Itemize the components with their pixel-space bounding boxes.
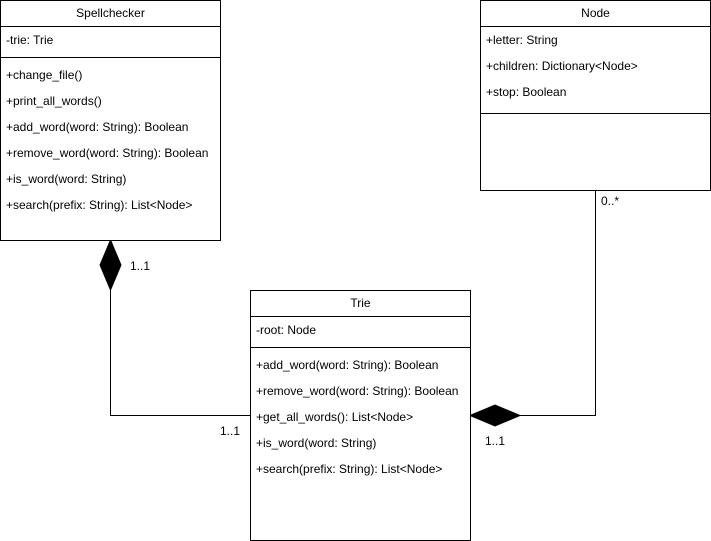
trie-attribute: -root: Node xyxy=(256,323,317,337)
trie-node-link xyxy=(520,190,596,416)
spellchecker-attribute: -trie: Trie xyxy=(6,33,54,47)
spellchecker-multiplicity-label: 1..1 xyxy=(130,259,151,273)
trie-method: +add_word(word: String): Boolean xyxy=(256,358,439,372)
spellchecker-trie-link xyxy=(110,290,250,416)
spellchecker-attributes: -trie: Trie xyxy=(1,27,220,58)
trie-class-name: Trie xyxy=(251,291,470,317)
trie-method: +search(prefix: String): List<Node> xyxy=(256,462,443,476)
trie-class[interactable]: Trie -root: Node +add_word(word: String)… xyxy=(250,290,471,541)
spellchecker-method: +search(prefix: String): List<Node> xyxy=(6,198,193,212)
spellchecker-class[interactable]: Spellchecker -trie: Trie +change_file() … xyxy=(0,0,221,241)
node-attributes: +letter: String +children: Dictionary<No… xyxy=(481,27,710,114)
spellchecker-composition-diamond xyxy=(99,238,122,292)
node-attribute: +letter: String xyxy=(486,33,558,47)
spellchecker-method: +change_file() xyxy=(6,68,83,82)
trie-owner-multiplicity-label: 1..1 xyxy=(485,434,506,448)
trie-method: +remove_word(word: String): Boolean xyxy=(256,384,459,398)
node-attribute: +stop: Boolean xyxy=(486,85,567,99)
trie-attributes: -root: Node xyxy=(251,317,470,348)
node-end-multiplicity-label: 0..* xyxy=(601,194,620,208)
trie-composition-diamond xyxy=(468,404,522,427)
trie-method: +is_word(word: String) xyxy=(256,436,377,450)
spellchecker-method: +print_all_words() xyxy=(6,94,102,108)
spellchecker-class-name: Spellchecker xyxy=(1,1,220,27)
spellchecker-method: +add_word(word: String): Boolean xyxy=(6,120,189,134)
trie-end-multiplicity-label: 1..1 xyxy=(220,424,241,438)
spellchecker-method: +remove_word(word: String): Boolean xyxy=(6,146,209,160)
trie-method: +get_all_words(): List<Node> xyxy=(256,410,414,424)
node-class[interactable]: Node +letter: String +children: Dictiona… xyxy=(480,0,711,191)
spellchecker-methods: +change_file() +print_all_words() +add_w… xyxy=(1,58,220,218)
node-class-name: Node xyxy=(481,1,710,27)
spellchecker-method: +is_word(word: String) xyxy=(6,172,127,186)
trie-methods: +add_word(word: String): Boolean +remove… xyxy=(251,348,470,482)
node-attribute: +children: Dictionary<Node> xyxy=(486,59,638,73)
